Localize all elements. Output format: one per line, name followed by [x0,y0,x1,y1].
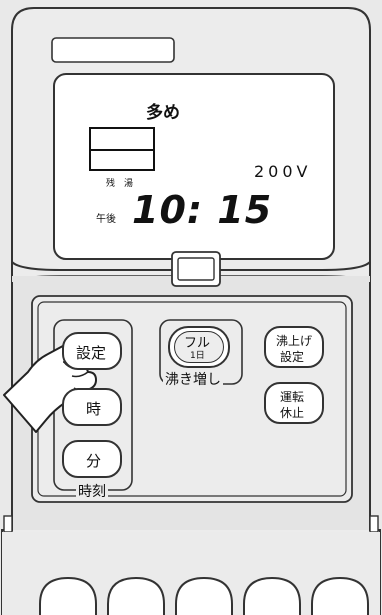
fun-button[interactable]: 分 [62,440,122,478]
settei-button-label: 設定 [76,344,107,362]
tank-label-left: 残 [106,179,116,189]
unten-label-line1: 運転 [280,390,305,404]
ji-button-label: 時 [86,400,102,418]
wakiage-label-line1: 沸上げ [276,334,313,348]
full-button-sublabel: 1日 [190,351,205,361]
wakimashi-group-label: 沸き増し [163,369,223,389]
voltage-readout: 200V [254,162,312,181]
settei-button[interactable]: 設定 [62,332,122,370]
wakiage-label-line2: 設定 [280,350,305,364]
unten-label-line2: 休止 [280,406,305,420]
full-button-inner [174,331,224,363]
wakiage-settei-button[interactable]: 沸上げ 設定 [264,326,324,368]
clock-time: 10: 15 [132,188,273,232]
ampm-indicator: 午後 [96,214,116,225]
unten-kyushi-button[interactable]: 運転 休止 [264,382,324,424]
display-mode-label: 多め [146,103,180,123]
jikoku-group-label: 時刻 [76,481,108,501]
tank-label-right: 湯 [124,179,134,189]
ji-button[interactable]: 時 [62,388,122,426]
full-button-label: フル [184,336,211,351]
fun-button-label: 分 [86,452,102,470]
full-wakimashi-button[interactable]: フル 1日 [168,326,230,368]
